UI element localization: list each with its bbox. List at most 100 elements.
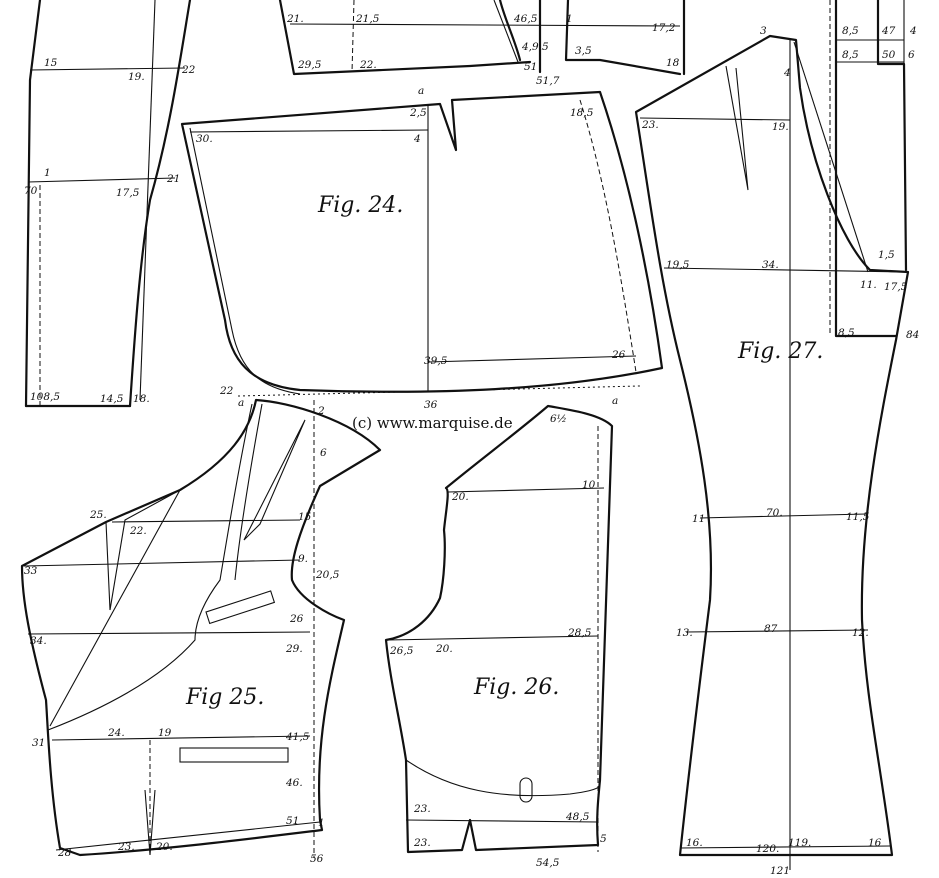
- fig24-label-0: a: [418, 85, 424, 97]
- fig25-label-20: 23.: [117, 841, 135, 853]
- fig26-label-1: a: [612, 395, 618, 407]
- fig27-label-8: 23.: [641, 119, 659, 131]
- fig26-label-10: 5: [600, 833, 607, 845]
- fig27-label-25: 119.: [788, 837, 811, 849]
- fig24-label-1: 2,5: [409, 107, 427, 119]
- fig25-label-22: 56: [310, 853, 324, 865]
- fig26-label-0: 6½: [550, 413, 567, 425]
- top-label-8: 51: [524, 61, 537, 73]
- fig27-label-14: 17,5: [884, 281, 908, 293]
- top-label-0: 21.: [286, 13, 304, 25]
- left-label-2: 22: [181, 64, 196, 76]
- left-label-7: 108,5: [30, 391, 60, 403]
- left-label-6: 21: [166, 173, 180, 185]
- top-label-4: 17,2: [652, 22, 676, 34]
- fig25-label-17: 51: [286, 815, 299, 827]
- fig25-label-7: 29.: [285, 643, 303, 655]
- fig25-label-14: 19: [158, 727, 172, 739]
- fig26-label-11: 54,5: [536, 857, 560, 869]
- top-label-6: 22.: [359, 59, 377, 71]
- top-label-5: 29,5: [297, 59, 322, 71]
- left-label-4: 70: [24, 185, 38, 197]
- left-label-3: 1: [44, 167, 51, 179]
- left-piece: 15 19. 22 1 70 17,5 21 108,5 14,5 18.: [24, 0, 196, 408]
- fig27-label-27: 121: [770, 865, 790, 877]
- fig27-label-18: 70.: [766, 507, 783, 519]
- fig27-label-7: 6: [908, 49, 915, 61]
- fig-25: a 2 6 15 9. 20,5 26 29. 25. 22. 33 34. 3…: [20, 397, 382, 865]
- fig24-label-2: 18,5: [570, 107, 594, 119]
- fig27-label-17: 11: [692, 513, 705, 525]
- fig25-label-3: 15: [298, 511, 312, 523]
- fig26-label-3: 10: [582, 479, 596, 491]
- fig27-label-22: 12.: [852, 627, 869, 639]
- fig27-label-15: 8,5: [838, 327, 855, 339]
- fig25-label-19: 28: [57, 847, 72, 859]
- fig25-label-1: 2: [317, 405, 325, 417]
- fig25-label-13: 24.: [107, 727, 125, 739]
- top-label-1: 21,5: [355, 13, 380, 25]
- top-label-3: 1: [566, 13, 573, 25]
- fig27-label-26: 16: [868, 837, 882, 849]
- fig27-label-6: 50: [882, 49, 896, 61]
- fig24-label-5: 39,5: [424, 355, 448, 367]
- fig25-label-9: 22.: [129, 525, 147, 537]
- fig27-label-13: 11.: [860, 279, 877, 291]
- fig26-label-6: 28,5: [567, 627, 592, 639]
- fig25-label-11: 34.: [30, 635, 47, 647]
- fig27-label-19: 11,5: [846, 511, 870, 523]
- fig25-label-12: 31: [32, 737, 45, 749]
- fig25-label-15: 41,5: [285, 731, 310, 743]
- fig25-label-2: 6: [320, 447, 327, 459]
- fig27-label-12: 1,5: [878, 249, 895, 261]
- left-label-5: 17,5: [116, 187, 140, 199]
- fig24-label-7: 22: [219, 385, 234, 397]
- fig26-label-7: 23.: [413, 803, 431, 815]
- left-label-0: 15: [44, 57, 58, 69]
- top-label-10: 18: [666, 57, 680, 69]
- fig25-label-10: 33: [24, 565, 38, 577]
- fig25-label-16: 46.: [285, 777, 303, 789]
- fig27-label-10: 19,5: [666, 259, 690, 271]
- top-label-7: 4,9,5: [521, 41, 549, 53]
- fig27-label-9: 19.: [772, 121, 789, 133]
- fig27-label-23: 16.: [686, 837, 703, 849]
- fig27-label-5: 8,5: [842, 49, 859, 61]
- fig27-label-20: 13.: [676, 627, 693, 639]
- fig24-label-3: 30.: [196, 133, 213, 145]
- fig27-label-21: 87: [764, 623, 778, 635]
- left-label-9: 18.: [133, 393, 150, 405]
- fig-26: 6½ a 20. 10 26,5 20. 28,5 23. 48,5 23. 5…: [384, 395, 618, 869]
- left-label-8: 14,5: [100, 393, 124, 405]
- fig27-label-4: 4: [909, 25, 917, 37]
- top-piece: 21. 21,5 46,5 1 17,2 29,5 22. 4,9,5 51 3…: [278, 0, 686, 87]
- fig24-label-4: 4: [413, 133, 421, 145]
- fig26-label-5: 20.: [435, 643, 453, 655]
- top-label-11: 51,7: [536, 75, 560, 87]
- fig24-label-8: 36: [424, 399, 438, 411]
- watermark: (c) www.marquise.de: [352, 414, 513, 432]
- fig25-label-5: 20,5: [315, 569, 340, 581]
- fig26-title: Fig. 26.: [473, 675, 559, 700]
- fig27-label-11: 34.: [762, 259, 779, 271]
- fig26-label-8: 48,5: [565, 811, 590, 823]
- fig25-label-21: 20.: [155, 841, 173, 853]
- fig25-title: Fig 25.: [185, 685, 264, 710]
- fig25-label-18: 1: [318, 817, 325, 829]
- fig25-label-6: 26: [289, 613, 304, 625]
- fig25-label-8: 25.: [89, 509, 107, 521]
- fig27-label-3: 47: [881, 25, 896, 37]
- fig24-title: Fig. 24.: [317, 193, 403, 218]
- fig27-label-0: 3: [760, 25, 767, 37]
- left-label-1: 19.: [128, 71, 145, 83]
- fig27-title: Fig. 27.: [737, 339, 823, 364]
- fig27-label-1: 4: [783, 67, 791, 79]
- fig-24: a 2,5 18,5 30. 4 39,5 26 22 36 Fig. 24.: [180, 85, 664, 411]
- fig27-label-16: 84: [906, 329, 919, 341]
- fig27-label-24: 120.: [756, 843, 779, 855]
- fig24-label-6: 26: [611, 349, 626, 361]
- fig26-label-2: 20.: [451, 491, 469, 503]
- fig26-label-4: 26,5: [389, 645, 414, 657]
